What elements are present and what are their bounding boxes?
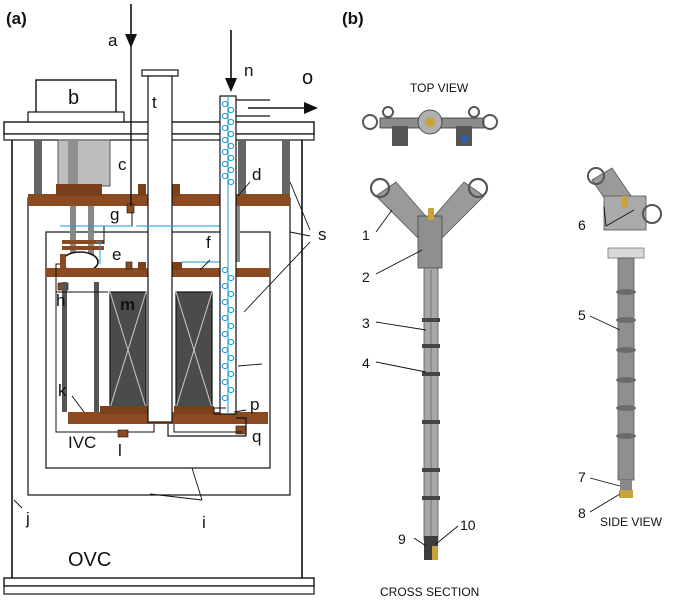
label-7: 7 [578,469,586,485]
sample-tube-t [141,69,179,423]
label-10: 10 [460,517,476,533]
panel-b-tag: (b) [342,9,364,28]
label-m: m [120,295,135,314]
panel-a-tag: (a) [6,9,27,28]
label-d: d [252,165,261,184]
label-l: l [118,441,122,460]
label-j: j [25,509,30,528]
bottom-plate [3,577,315,587]
label-6: 6 [578,217,586,233]
label-3: 3 [362,315,370,331]
label-p: p [250,395,259,414]
cross-section-title: CROSS SECTION [380,585,479,599]
label-s: s [318,225,327,244]
arrow-a [125,34,137,48]
label-ivc: IVC [68,433,96,452]
cross-section-render [369,177,489,560]
label-e: e [112,245,121,264]
inlet-arrow-n [225,78,237,92]
label-c: c [118,155,127,174]
bellows-e [60,240,104,273]
label-t: t [152,93,157,112]
label-o: o [302,67,313,89]
component-c [57,139,111,187]
label-i: i [202,513,206,532]
label-2: 2 [362,269,370,285]
label-1: 1 [362,227,370,243]
label-f: f [206,233,211,252]
outlet-arrow-o [304,102,318,114]
label-h: h [56,291,65,310]
label-g: g [110,205,119,224]
label-b: b [68,87,79,109]
top-view-title: TOP VIEW [410,81,469,95]
label-8: 8 [578,505,586,521]
label-q: q [252,427,261,446]
label-5: 5 [578,307,586,323]
label-n: n [244,61,253,80]
side-view-title: SIDE VIEW [600,515,663,529]
label-4: 4 [362,355,370,371]
panel-a: (a) a b c d e f g h i j k l m n o p q s … [3,4,327,595]
side-view-render [587,167,662,498]
top-view-render [362,106,498,146]
fill-line-n [219,95,237,415]
label-ovc: OVC [68,549,111,571]
label-a: a [108,31,118,50]
label-9: 9 [398,531,406,547]
panel-b: (b) TOP VIEW [342,9,663,599]
label-k: k [58,381,67,400]
magnet-coils-m [109,291,213,409]
